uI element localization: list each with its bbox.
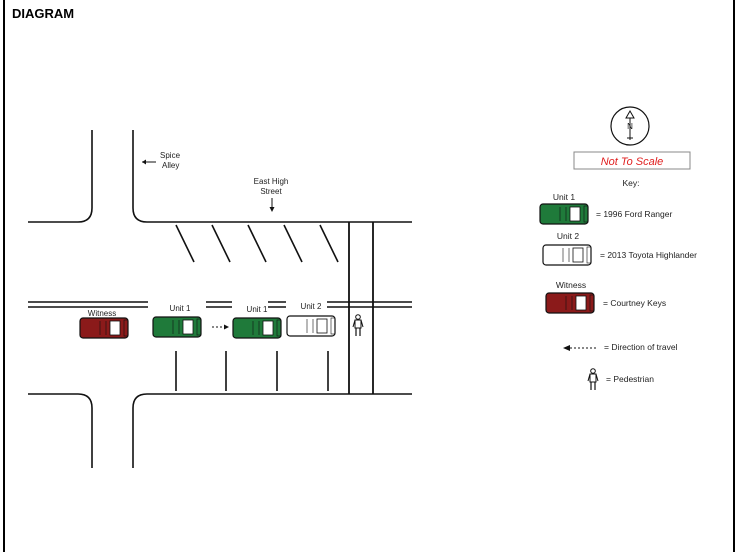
street-name-line2: Street [260,187,282,196]
alley-name-line2: Alley [162,161,179,170]
key-witness-swatch [545,292,595,314]
pedestrian-figure [352,314,364,337]
key-direction-arrowhead [563,345,570,351]
road-network [28,130,412,468]
key-direction-desc: = Direction of travel [604,342,678,352]
key-unit2-desc: = 2013 Toyota Highlander [600,250,697,260]
key-pedestrian-figure [587,368,599,391]
key-unit2-swatch [542,244,592,266]
key-unit1-swatch [539,203,589,225]
unit2-label: Unit 2 [301,302,322,311]
scale-note: Not To Scale [601,156,664,168]
key-pedestrian-desc: = Pedestrian [606,374,654,384]
witness-vehicle [79,317,129,339]
parking-stripes [175,224,339,391]
scale-note-box [573,151,691,170]
key-witness-label: Witness [556,280,586,290]
key-unit1-desc: = 1996 Ford Ranger [596,209,672,219]
diagram-frame [3,0,735,552]
unit1-end-label: Unit 1 [247,305,268,314]
unit2-vehicle [286,315,336,337]
unit1-start-label: Unit 1 [170,304,191,313]
unit1-start-vehicle [152,316,202,338]
alley-pointer-arrowhead [142,159,146,165]
key-title: Key: [622,178,639,188]
north-compass: N [610,106,650,146]
travel-direction-arrowhead [224,324,229,330]
key-unit2-label: Unit 2 [557,231,579,241]
key-unit1-label: Unit 1 [553,192,575,202]
crosswalk [348,222,374,394]
key-witness-desc: = Courtney Keys [603,298,666,308]
witness-vehicle-label: Witness [88,309,116,318]
diagram-heading: DIAGRAM [12,6,75,21]
alley-name-line1: Spice [160,151,181,160]
street-name-line1: East High [254,177,289,186]
compass-letter: N [627,122,633,131]
street-pointer-arrowhead [269,207,275,212]
unit1-end-vehicle [232,317,282,339]
